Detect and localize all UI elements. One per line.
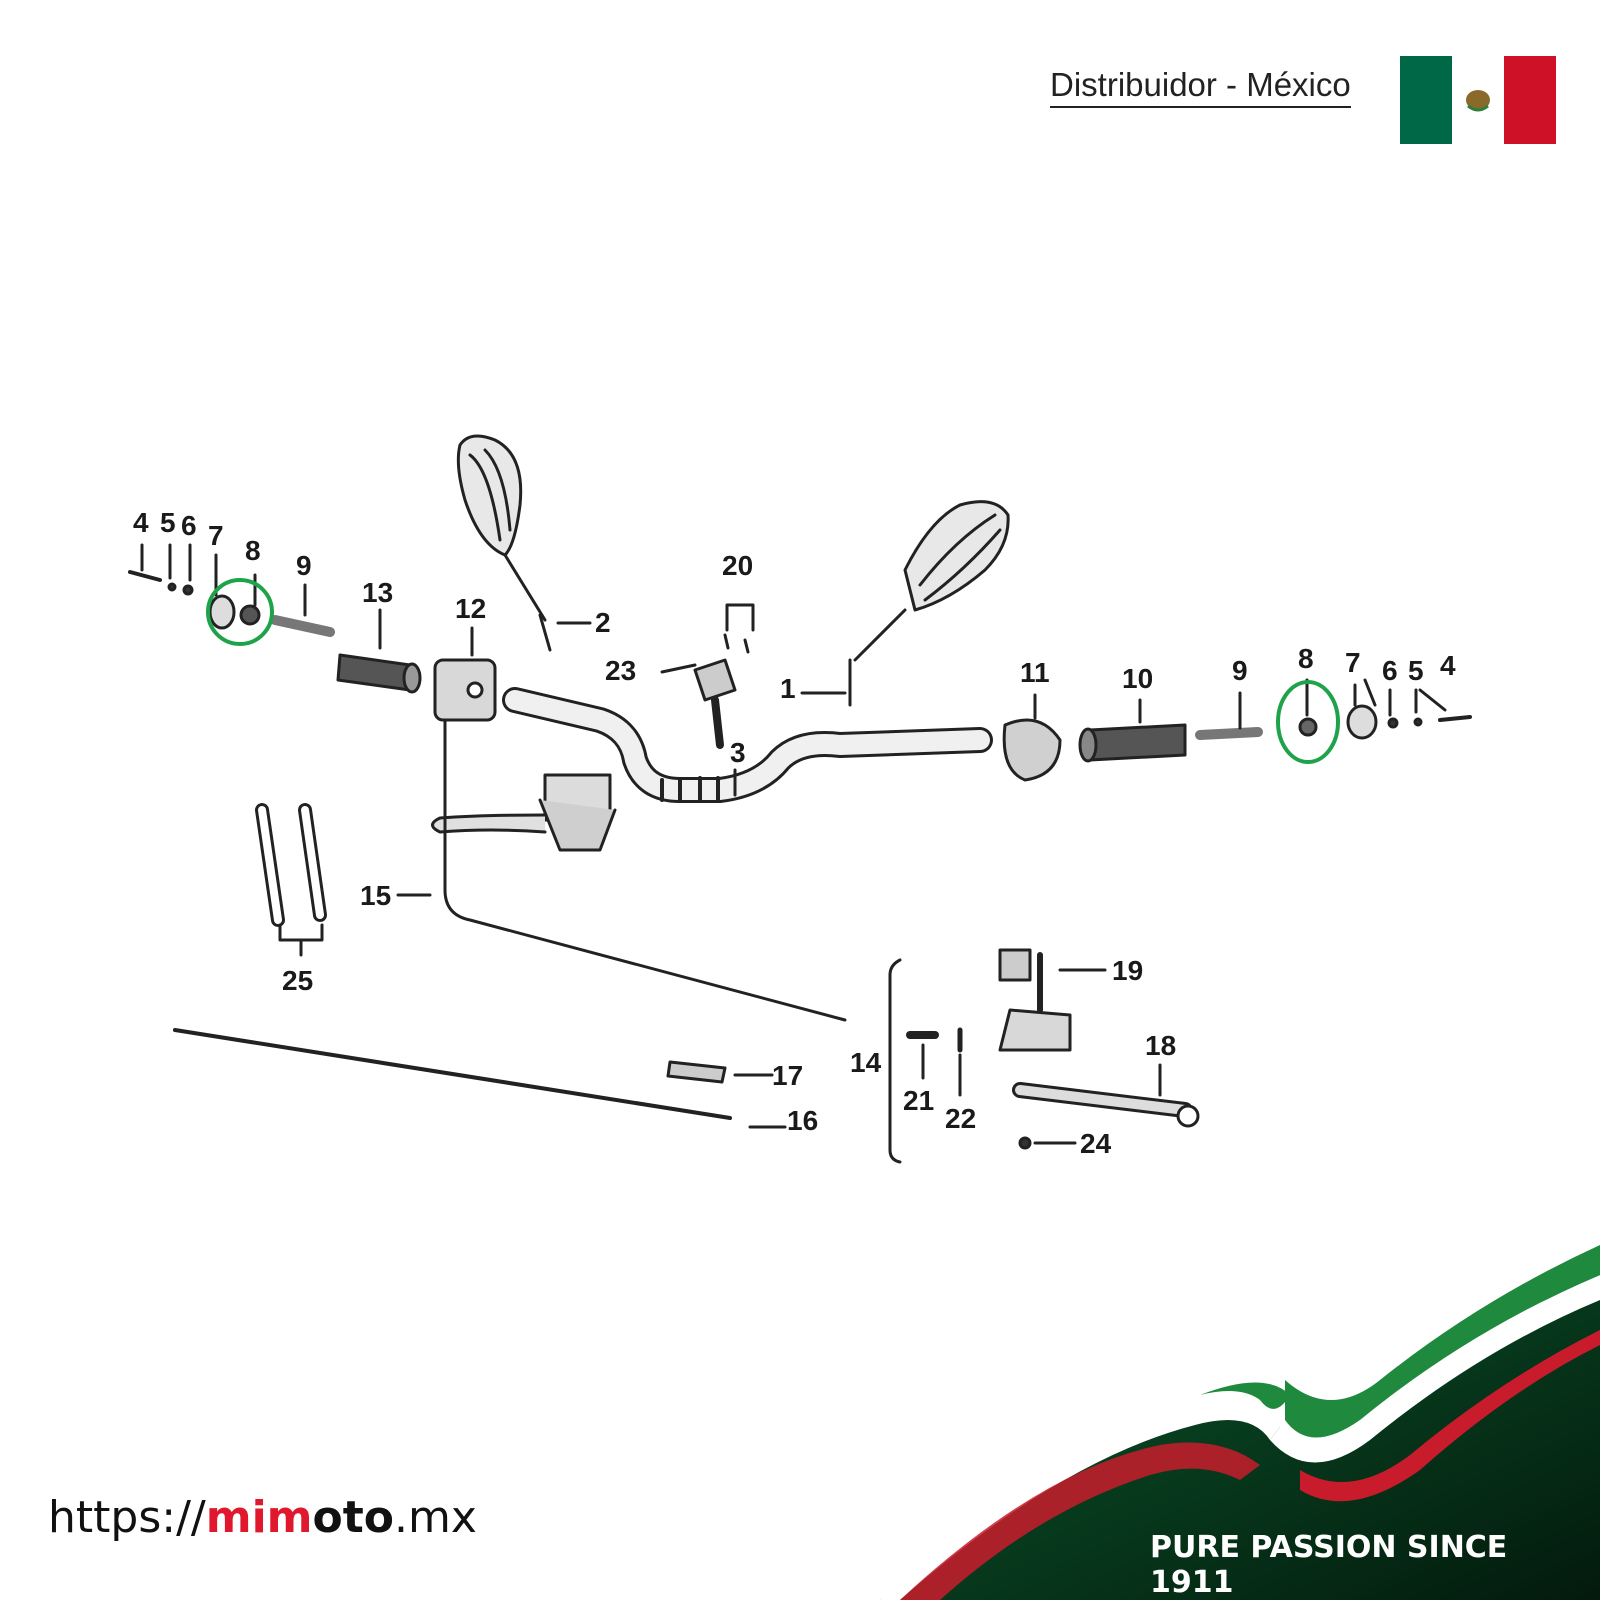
cable-16: [173, 1028, 732, 1120]
callout-5-left: 5: [160, 507, 176, 538]
brand-slogan: PURE PASSION SINCE 1911: [1150, 1530, 1600, 1602]
right-grip-10: [1078, 723, 1187, 763]
callout-9-left: 9: [296, 550, 312, 581]
callout-6-right: 6: [1382, 655, 1398, 686]
callout-11: 11: [1020, 657, 1050, 688]
callout-6-left: 6: [181, 510, 197, 541]
straps-25: [255, 803, 327, 927]
handlebar-tube: [502, 687, 993, 803]
url-brand-m: m: [266, 1492, 313, 1543]
leader-lines: [140, 543, 1447, 1145]
url-brand-mi: mi: [205, 1492, 267, 1543]
callout-13: 13: [362, 577, 393, 608]
callout-15: 15: [360, 880, 391, 911]
highlight-circle-right-8: [1276, 680, 1340, 764]
right-mirror-part: [848, 500, 1010, 707]
lever-assembly-14: [906, 948, 1200, 1150]
switch-23-assembly: [693, 633, 750, 749]
callout-5-right: 5: [1408, 655, 1424, 686]
url-prefix: https://: [48, 1492, 206, 1543]
part-17: [666, 1060, 727, 1084]
callout-8-right: 8: [1298, 643, 1314, 674]
callout-12: 12: [455, 593, 486, 624]
left-bar-end-parts: [128, 570, 261, 630]
highlight-circle-left-8: [206, 578, 274, 646]
callout-7-left: 7: [208, 520, 224, 551]
website-url-link[interactable]: https://mimoto.mx: [48, 1492, 477, 1543]
callout-9-right: 9: [1232, 655, 1248, 686]
callout-4-left: 4: [133, 507, 149, 538]
callout-3: 3: [730, 737, 746, 768]
callout-23: 23: [605, 655, 636, 686]
mexico-flag-icon: [1400, 56, 1556, 144]
callout-25: 25: [282, 965, 313, 996]
cable-15: [443, 718, 847, 1022]
url-brand-oto: oto: [312, 1492, 395, 1543]
callout-2: 2: [595, 607, 611, 638]
callout-22: 22: [945, 1103, 976, 1134]
left-grip-13: [336, 653, 422, 694]
right-bar-end-parts: [1298, 704, 1472, 740]
url-suffix: .mx: [394, 1492, 477, 1543]
callout-21: 21: [903, 1085, 934, 1116]
callout-1: 1: [780, 673, 796, 704]
callout-19: 19: [1112, 955, 1143, 986]
callout-16: 16: [787, 1105, 818, 1136]
callout-4-right: 4: [1440, 650, 1456, 681]
callout-7-right: 7: [1345, 647, 1361, 678]
callout-18: 18: [1145, 1030, 1176, 1061]
callout-17: 17: [772, 1060, 803, 1091]
left-bar-9: [270, 615, 335, 637]
right-bar-9: [1195, 727, 1263, 740]
left-mirror-part: [456, 434, 552, 652]
callout-20: 20: [722, 550, 753, 581]
callout-24: 24: [1080, 1128, 1112, 1159]
callout-14: 14: [850, 1047, 882, 1078]
left-switch-housing: [433, 658, 497, 722]
distributor-label: Distribuidor - México: [1050, 66, 1351, 108]
right-switch-housing: [1002, 718, 1062, 782]
callout-10: 10: [1122, 663, 1153, 694]
callout-8-left: 8: [245, 535, 261, 566]
brake-master-cylinder: [431, 773, 617, 852]
